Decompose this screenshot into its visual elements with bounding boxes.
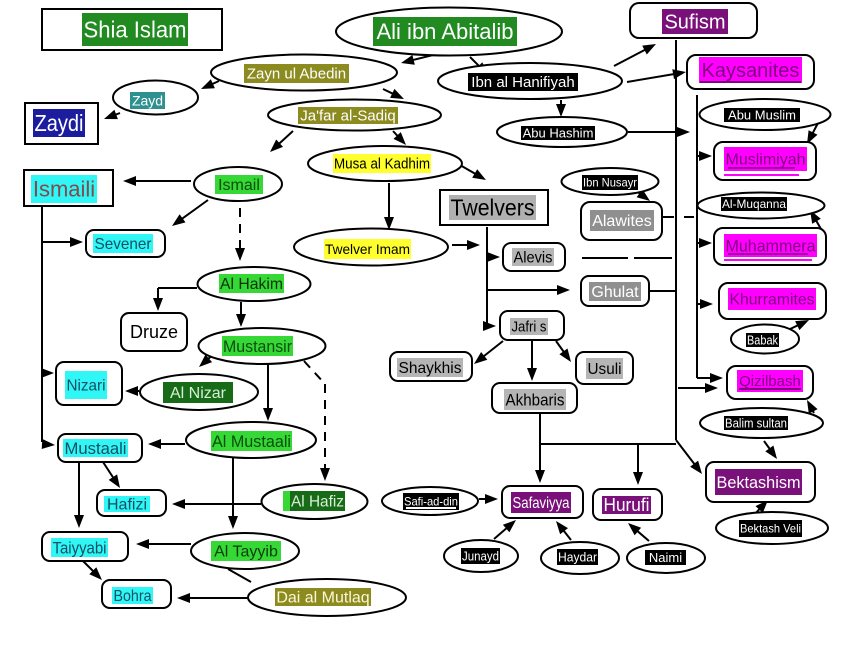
svg-text:Muhammera: Muhammera bbox=[726, 236, 817, 255]
svg-text:Mustaali: Mustaali bbox=[65, 439, 127, 458]
svg-text:Akhbaris: Akhbaris bbox=[506, 390, 565, 409]
svg-text:Haydar: Haydar bbox=[558, 549, 598, 564]
svg-text:Qizilbash: Qizilbash bbox=[739, 373, 801, 390]
svg-text:Hafizi: Hafizi bbox=[107, 496, 147, 513]
svg-text:Ali ibn Abitalib: Ali ibn Abitalib bbox=[377, 19, 514, 44]
svg-text:Bektash Veli: Bektash Veli bbox=[740, 522, 801, 536]
svg-text:Al Hakim: Al Hakim bbox=[220, 276, 283, 293]
svg-text:Zayn ul Abedin: Zayn ul Abedin bbox=[247, 66, 346, 83]
svg-text:Junayd: Junayd bbox=[462, 548, 499, 563]
svg-text:Zaydi: Zaydi bbox=[35, 110, 84, 136]
svg-text:Nizari: Nizari bbox=[67, 377, 106, 394]
svg-text:Al Mustaali: Al Mustaali bbox=[212, 432, 291, 451]
svg-text:Abu Muslim: Abu Muslim bbox=[728, 107, 796, 122]
svg-text:Druze: Druze bbox=[130, 322, 178, 342]
svg-text:Jafri s: Jafri s bbox=[512, 319, 547, 336]
svg-text:Twelver Imam: Twelver Imam bbox=[325, 241, 410, 257]
svg-text:Ja'far al-Sadiq: Ja'far al-Sadiq bbox=[300, 108, 395, 125]
svg-text:Al-Muqanna: Al-Muqanna bbox=[722, 197, 786, 211]
svg-text:Abu Hashim: Abu Hashim bbox=[523, 125, 594, 140]
svg-text:Khurramites: Khurramites bbox=[730, 291, 815, 308]
svg-text:Naimi: Naimi bbox=[649, 550, 682, 565]
svg-text:Taiyyabi: Taiyyabi bbox=[53, 538, 107, 557]
svg-text:Alevis: Alevis bbox=[514, 249, 553, 266]
svg-text:Ibn Nusayr: Ibn Nusayr bbox=[583, 176, 637, 190]
svg-text:Al Nizar: Al Nizar bbox=[170, 385, 227, 402]
svg-text:Babak: Babak bbox=[747, 332, 778, 347]
svg-text:Hurufi: Hurufi bbox=[604, 495, 650, 515]
svg-text:Al Tayyib: Al Tayyib bbox=[214, 543, 278, 560]
svg-text:Usuli: Usuli bbox=[588, 361, 622, 378]
svg-text:Bektashism: Bektashism bbox=[717, 473, 801, 492]
svg-text:Twelvers: Twelvers bbox=[451, 194, 535, 220]
svg-text:Bohra: Bohra bbox=[114, 588, 152, 605]
svg-text:Alawites: Alawites bbox=[592, 213, 652, 230]
svg-text:Safi-ad-din: Safi-ad-din bbox=[404, 495, 458, 509]
svg-text:Mustansir: Mustansir bbox=[223, 337, 292, 356]
svg-text:Muslimiyah: Muslimiyah bbox=[726, 151, 806, 168]
svg-text:Al Hafiz: Al Hafiz bbox=[291, 493, 344, 510]
svg-text:Shia Islam: Shia Islam bbox=[84, 16, 187, 42]
svg-text:Sevener: Sevener bbox=[95, 236, 153, 253]
svg-text:Ibn al Hanifiyah: Ibn al Hanifiyah bbox=[471, 74, 574, 91]
svg-text:Ghulat: Ghulat bbox=[591, 284, 639, 301]
svg-text:Kaysanites: Kaysanites bbox=[702, 60, 800, 82]
svg-text:Musa al Kadhim: Musa al Kadhim bbox=[334, 156, 430, 173]
svg-text:Shaykhis: Shaykhis bbox=[399, 360, 462, 377]
svg-text:Zayd: Zayd bbox=[132, 92, 163, 108]
svg-text:Ismaili: Ismaili bbox=[33, 177, 95, 202]
svg-text:Ismail: Ismail bbox=[218, 177, 260, 194]
svg-text:Sufism: Sufism bbox=[664, 11, 725, 33]
svg-text:Dai al Mutlaq: Dai al Mutlaq bbox=[276, 589, 369, 606]
svg-text:Safaviyya: Safaviyya bbox=[513, 495, 570, 512]
svg-text:Balim sultan: Balim sultan bbox=[725, 415, 787, 430]
